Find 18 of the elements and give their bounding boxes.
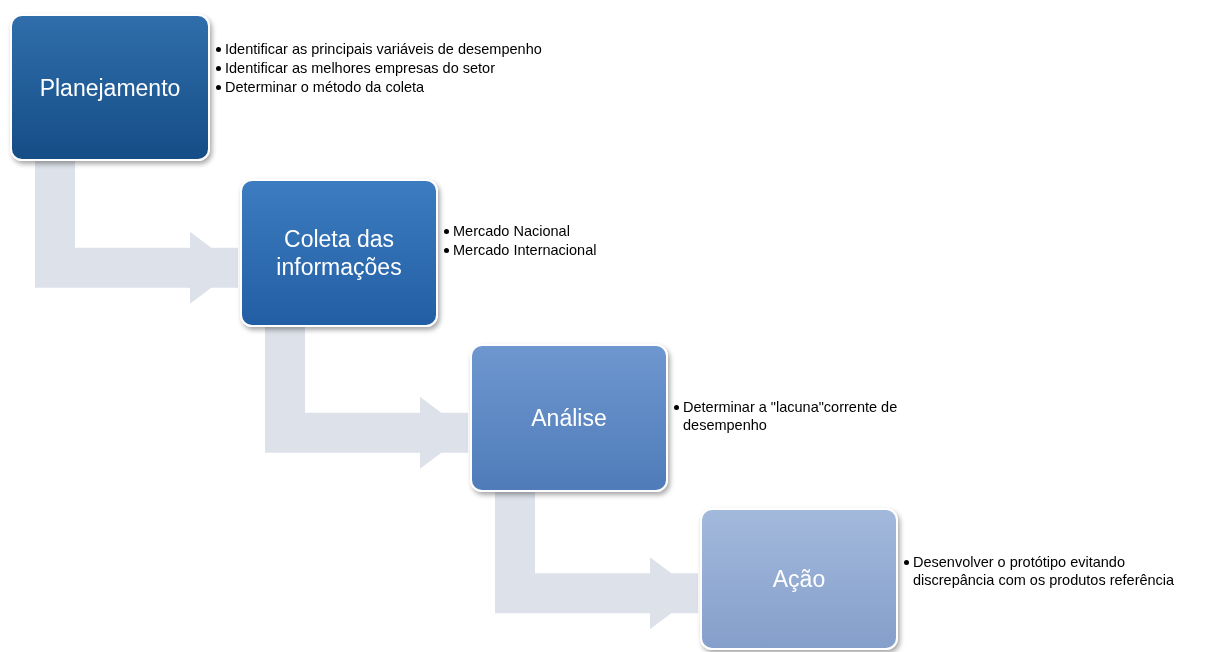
step-title: Ação	[771, 565, 827, 593]
bullet-text: Desenvolver o protótipo evitando discrepância com os produtos referência	[913, 553, 1176, 589]
step-title: Planejamento	[38, 73, 182, 102]
bullet-text: Determinar a "lacuna"corrente de desempenho	[683, 398, 899, 434]
step-box	[10, 14, 210, 161]
bullet-text: Identificar as principais variáveis de desempenho	[225, 40, 542, 58]
step-title: Coleta das informações	[275, 225, 403, 281]
step-box	[470, 344, 668, 492]
bent-arrow	[35, 161, 238, 304]
step-box	[700, 508, 898, 650]
bullet-text: Mercado Nacional	[453, 222, 570, 240]
step-box	[240, 179, 438, 327]
bullet-text: Identificar as melhores empresas do setor	[225, 59, 495, 77]
bent-arrow	[265, 327, 468, 469]
step-title: Análise	[530, 404, 608, 432]
bent-arrow	[495, 492, 698, 630]
bullet-text: Determinar o método da coleta	[225, 78, 425, 96]
bullet-text: Mercado Internacional	[453, 241, 597, 259]
